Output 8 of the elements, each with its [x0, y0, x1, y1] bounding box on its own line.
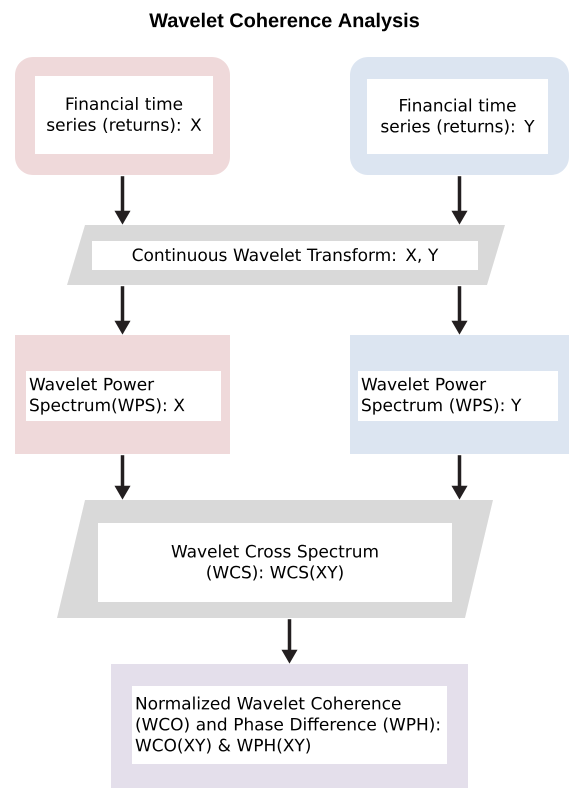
process-box: Normalized Wavelet Coherence (WCO) and Phase Difference (WPH): WCO(XY) & WPH(XY) [111, 664, 468, 788]
process-box: Wavelet Power Spectrum(WPS): X [15, 335, 230, 454]
rounded-box: Financial time series (returns): X [15, 57, 230, 175]
title: Wavelet Coherence Analysis [149, 12, 419, 32]
rounded-box: Financial time series (returns): Y [350, 57, 569, 175]
process-box: Wavelet Power Spectrum (WPS): Y [350, 335, 569, 454]
parallelogram-box: Wavelet Cross Spectrum (WCS): WCS(XY) [57, 500, 493, 618]
parallelogram-box: Continuous Wavelet Transform: X, Y [67, 225, 505, 285]
